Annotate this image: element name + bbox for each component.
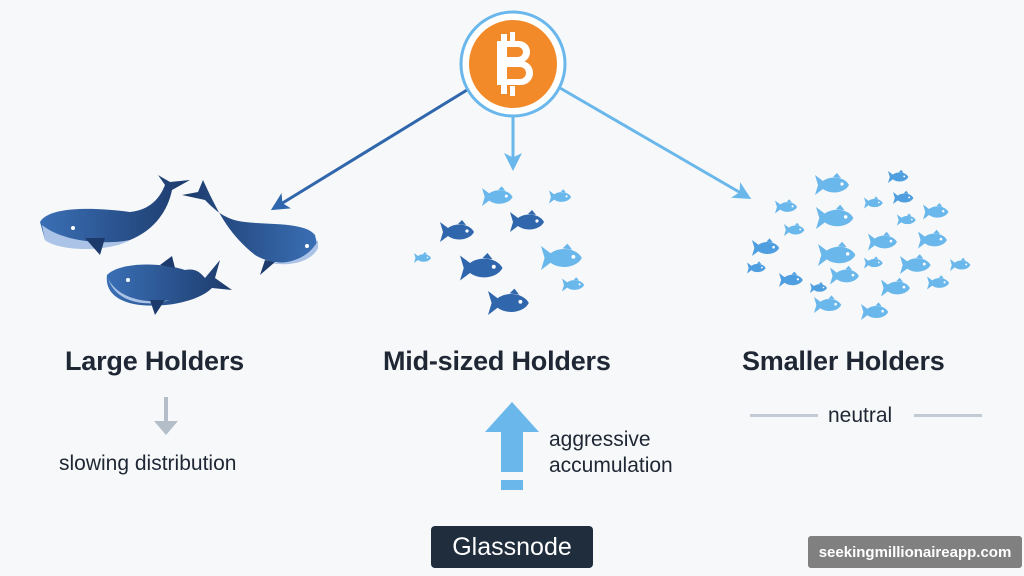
fish-icon xyxy=(482,186,513,206)
arrow-to-small-holders xyxy=(559,86,752,200)
fish-icon xyxy=(784,222,805,236)
fish-icon xyxy=(881,277,910,297)
fish-icon xyxy=(888,169,909,183)
mid-fish-school xyxy=(414,186,585,315)
fish-icon xyxy=(897,213,916,226)
fish-icon xyxy=(918,229,947,249)
fish-icon xyxy=(440,220,474,242)
fish-icon xyxy=(549,189,572,204)
fish-icon xyxy=(830,265,859,285)
bitcoin-icon xyxy=(459,10,567,118)
fish-icon xyxy=(747,261,766,274)
source-badge: Glassnode xyxy=(431,526,593,568)
fish-icon xyxy=(868,231,897,251)
fish-icon xyxy=(864,196,883,209)
whales-illustration xyxy=(40,175,318,315)
large-holders-trend: slowing distribution xyxy=(59,452,237,475)
mid-holders-trend-line1: aggressive xyxy=(549,428,651,451)
fish-icon xyxy=(779,271,803,287)
fish-icon xyxy=(510,210,544,232)
fish-icon xyxy=(950,257,971,271)
mid-holders-trend-line2: accumulation xyxy=(549,454,673,477)
fish-icon xyxy=(893,190,914,204)
neutral-line-icon xyxy=(750,414,818,417)
fish-icon xyxy=(861,302,889,320)
neutral-line-icon xyxy=(914,414,982,417)
fish-icon xyxy=(414,252,431,263)
fish-icon xyxy=(815,173,849,195)
fish-icon xyxy=(818,241,856,266)
fish-icon xyxy=(864,256,883,269)
arrow-up-icon xyxy=(485,402,539,490)
large-holders-title: Large Holders xyxy=(65,346,244,376)
fish-icon xyxy=(562,277,585,292)
fish-icon xyxy=(488,288,529,315)
whale-icon xyxy=(40,175,190,255)
fish-icon xyxy=(900,254,931,274)
fish-icon xyxy=(810,282,827,293)
small-holders-trend: neutral xyxy=(828,404,893,427)
fish-icon xyxy=(541,243,582,270)
fish-icon xyxy=(814,295,842,313)
fish-icon xyxy=(816,204,854,229)
small-holders-title: Smaller Holders xyxy=(742,346,945,376)
fish-icon xyxy=(752,238,780,256)
fish-icon xyxy=(460,253,503,281)
mid-holders-title: Mid-sized Holders xyxy=(383,346,611,376)
small-fish-school xyxy=(747,169,971,320)
arrow-down-icon xyxy=(154,397,178,435)
whale-icon xyxy=(182,180,318,275)
arrow-to-large-holders xyxy=(270,88,468,211)
whale-icon xyxy=(106,256,232,315)
fish-icon xyxy=(927,275,950,290)
watermark: seekingmillionaireapp.com xyxy=(808,536,1022,568)
fish-icon xyxy=(923,203,949,220)
fish-icon xyxy=(775,199,798,214)
